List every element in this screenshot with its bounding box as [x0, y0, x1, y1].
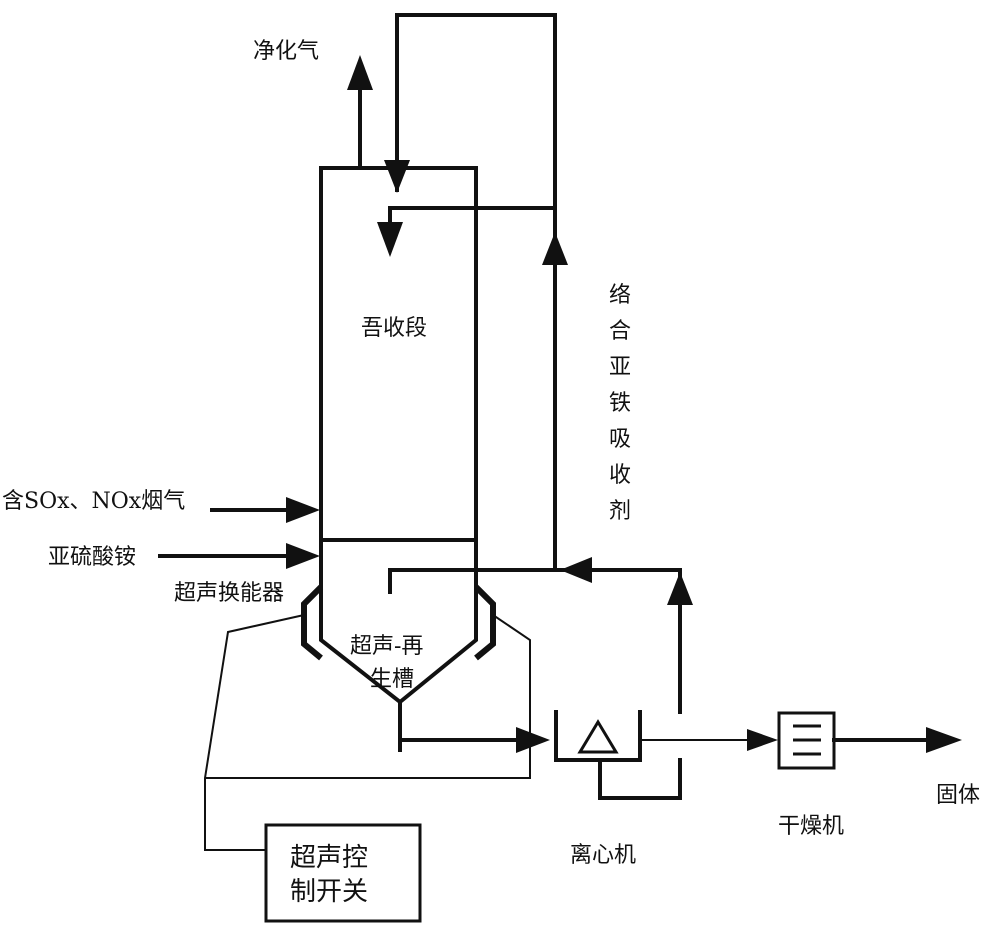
ultrasonic-transducer-right: [473, 584, 496, 661]
absorbent-char: 合: [609, 319, 631, 344]
flue-gas-inlet-arrow: [210, 497, 320, 523]
regeneration-tank: [301, 584, 496, 752]
absorption-section-label: 吾收段: [361, 316, 427, 341]
dryer-to-solid: [832, 727, 962, 753]
absorbent-char: 收: [609, 463, 631, 488]
centrifuge-to-dryer: [640, 729, 778, 751]
return-line: [388, 557, 693, 714]
absorbent-char: 吸: [609, 427, 631, 452]
purified-gas-outlet: [347, 55, 373, 170]
control-switch-label-line1: 超声控: [290, 843, 368, 873]
regen-tank-label-line1: 超声-再: [350, 634, 423, 659]
dryer: [777, 711, 836, 770]
recycle-loop-top: [384, 13, 557, 210]
regen-tank-label-line2: 生槽: [370, 667, 414, 692]
ammonium-sulfite-label: 亚硫酸铵: [48, 545, 136, 570]
absorbent-char: 铁: [609, 391, 631, 416]
dryer-label: 干燥机: [778, 814, 844, 839]
purified-gas-label: 净化气: [253, 39, 319, 64]
flue-gas-inlet-label: 含SOx、NOx烟气: [2, 489, 185, 514]
control-wiring: [204, 614, 531, 851]
absorbent-char: 络: [609, 283, 631, 308]
centrifuge: [554, 710, 682, 800]
centrifuge-label: 离心机: [570, 843, 636, 868]
ultrasonic-transducer-label: 超声换能器: [174, 581, 284, 606]
slurry-to-centrifuge: [398, 727, 550, 753]
solid-label: 固体: [936, 783, 980, 808]
control-switch-label-line2: 制开关: [290, 877, 368, 907]
absorbent-char: 亚: [609, 355, 631, 380]
absorbent-feed-line: [377, 206, 568, 562]
ultrasonic-control-switch[interactable]: [264, 823, 422, 923]
absorbent-label: 络 合 亚 铁 吸 收 剂: [609, 283, 631, 524]
ammonium-sulfite-inlet-arrow: [158, 543, 320, 569]
ultrasonic-transducer-left: [301, 584, 324, 661]
absorbent-char: 剂: [609, 499, 631, 524]
